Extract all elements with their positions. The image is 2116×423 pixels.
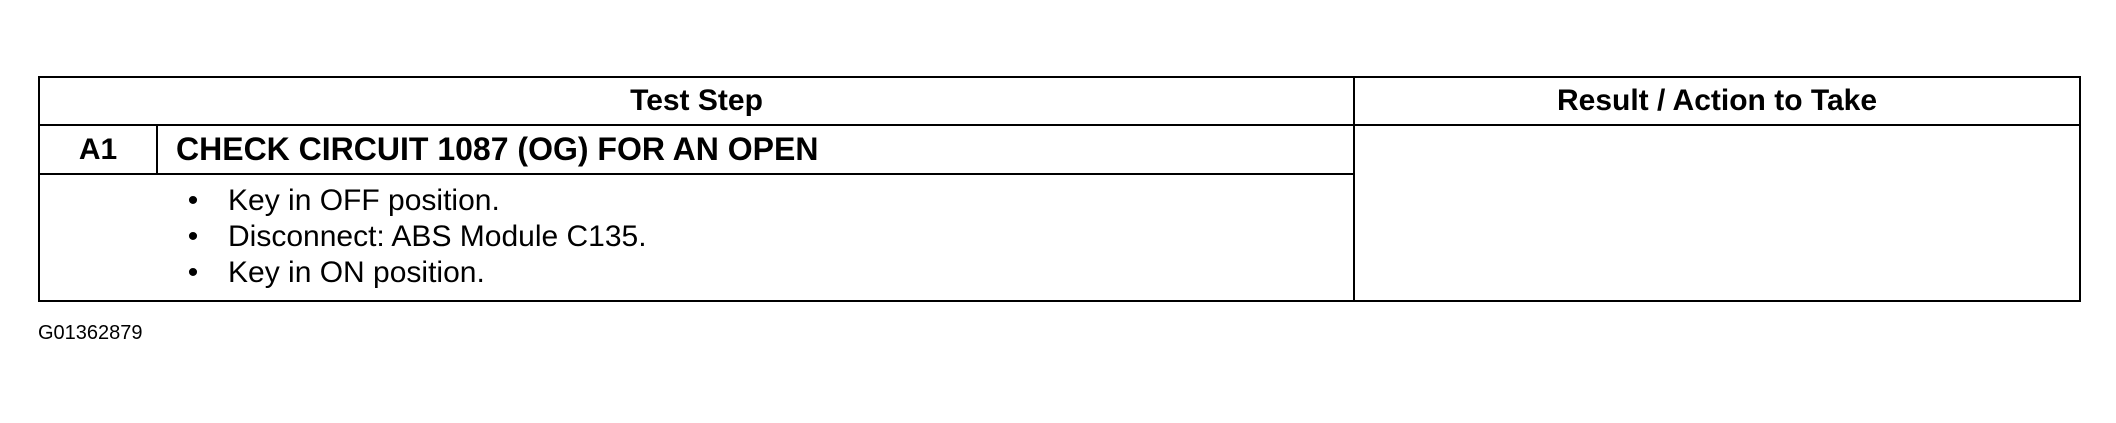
bullet-icon: • bbox=[187, 256, 199, 289]
bullet-icon: • bbox=[187, 220, 199, 253]
instruction-text: Key in ON position. bbox=[228, 256, 485, 289]
result-action-cell bbox=[1355, 126, 2079, 300]
list-item: • Key in OFF position. bbox=[178, 183, 647, 219]
step-body: • Key in OFF position. • Disconnect: ABS… bbox=[40, 175, 1355, 300]
header-test-step: Test Step bbox=[40, 78, 1355, 126]
step-instructions-list: • Key in OFF position. • Disconnect: ABS… bbox=[178, 183, 647, 291]
instruction-text: Disconnect: ABS Module C135. bbox=[228, 220, 647, 253]
bullet-icon: • bbox=[187, 184, 199, 217]
figure-id: G01362879 bbox=[38, 322, 143, 344]
diagnostic-table: Test Step Result / Action to Take A1 CHE… bbox=[38, 76, 2081, 302]
instruction-text: Key in OFF position. bbox=[228, 184, 500, 217]
step-title: CHECK CIRCUIT 1087 (OG) FOR AN OPEN bbox=[158, 126, 1355, 175]
list-item: • Disconnect: ABS Module C135. bbox=[178, 219, 647, 255]
step-id: A1 bbox=[40, 126, 158, 175]
list-item: • Key in ON position. bbox=[178, 255, 647, 291]
header-result-action: Result / Action to Take bbox=[1355, 78, 2079, 126]
